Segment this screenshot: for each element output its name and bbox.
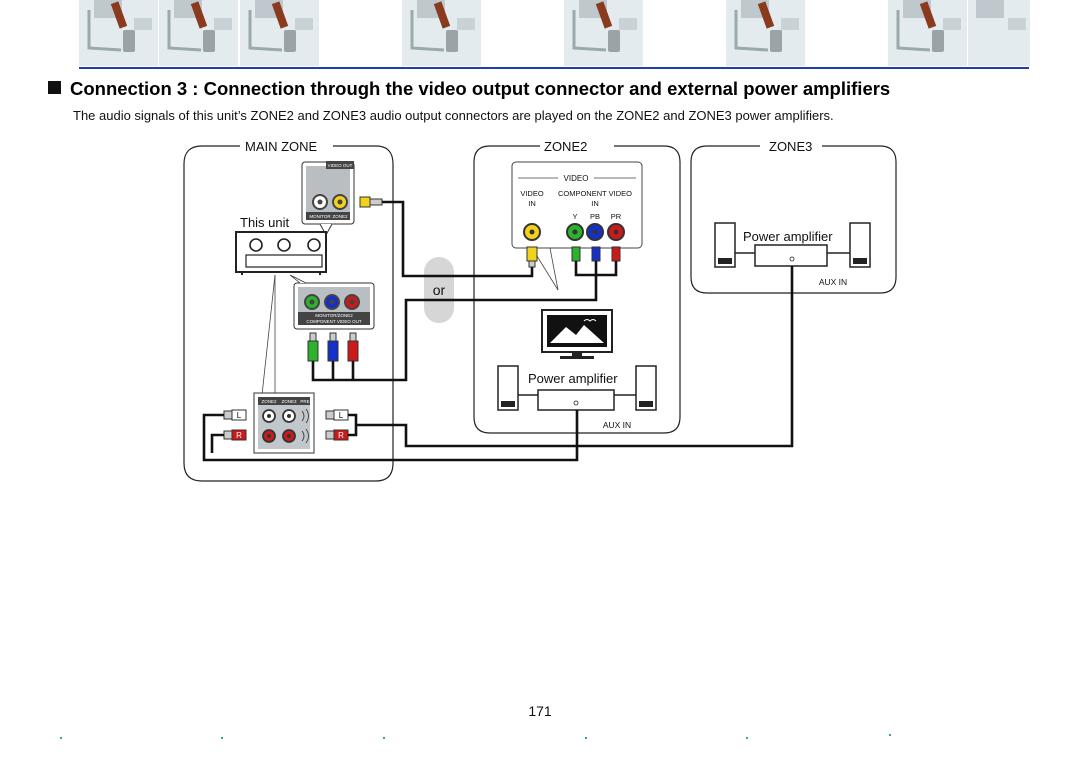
bullet-square-icon: [48, 81, 61, 94]
zone2-aux-in: AUX IN: [603, 420, 631, 430]
banner-thumbnail: [564, 0, 643, 66]
banner-thumbnail: [888, 0, 967, 66]
section-heading: Connection 3 : Connection through the vi…: [48, 78, 890, 100]
audio-plugs: L R L R: [223, 409, 349, 441]
footer-dot: [585, 737, 587, 739]
zone2-amplifier: Power amplifier AUX IN: [497, 365, 657, 430]
tv-pr-label: PR: [611, 212, 622, 221]
banner-thumbnail: [968, 0, 1030, 66]
yellow-rca-plug: [359, 196, 383, 208]
monitor-label: MONITOR: [309, 214, 331, 219]
plug-left-label-b: L: [339, 411, 344, 420]
zone3-amplifier: Power amplifier AUX IN: [714, 222, 871, 287]
pre-zone2-label: ZONE2: [261, 399, 277, 404]
plug-right-label-b: R: [338, 431, 344, 440]
banner-thumbnail: [726, 0, 805, 66]
zone3-aux-in: AUX IN: [819, 277, 847, 287]
page-number: 171: [528, 703, 552, 719]
footer-dot: [746, 737, 748, 739]
pre-out-panel: ZONE2 ZONE3 PRE: [253, 392, 315, 454]
plug-left-label-a: L: [237, 411, 242, 420]
zone3-title: ZONE3: [769, 139, 812, 154]
zone2-plugs: [526, 246, 621, 268]
zone2-small-label: ZONE2: [332, 214, 348, 219]
header-rule: [79, 67, 1029, 69]
video-out-label: VIDEO OUT: [328, 163, 353, 168]
footer-dot: [60, 737, 62, 739]
tv-pb-label: PB: [590, 212, 600, 221]
component-video-callout: MONITOR/ZONE2 COMPONENT VIDEO OUT: [289, 274, 375, 330]
composite-video-cable: [382, 200, 534, 278]
or-label: or: [433, 282, 446, 298]
tv-icon: [541, 309, 613, 359]
pre-zone3-label: ZONE3: [281, 399, 297, 404]
tv-video-in-label: VIDEO: [520, 189, 544, 198]
component-video-cable: [311, 261, 598, 382]
tv-input-panel: VIDEO VIDEO COMPONENT VIDEO IN IN Y PB P…: [511, 161, 643, 291]
this-unit-label: This unit: [240, 215, 290, 230]
tv-y-label: Y: [572, 212, 577, 221]
component-plugs-main: [307, 332, 359, 362]
zone3-panel: ZONE3: [690, 139, 897, 294]
zone3-amp-label: Power amplifier: [743, 229, 833, 244]
section-heading-text: Connection 3 : Connection through the vi…: [70, 78, 891, 99]
component-top-label: MONITOR/ZONE2: [315, 313, 353, 318]
footer-dot: [383, 737, 385, 739]
zone2-audio-cable: [202, 410, 579, 462]
zone2-title: ZONE2: [544, 139, 587, 154]
zone3-audio-cable: [348, 266, 794, 448]
plug-right-label-a: R: [236, 431, 242, 440]
tv-component-label: COMPONENT VIDEO: [558, 189, 632, 198]
header-banner: [0, 0, 1080, 68]
banner-thumbnail: [402, 0, 481, 66]
connection-diagram: MAIN ZONE VIDEO OUT MONITOR ZONE2 This u…: [183, 139, 897, 482]
tv-comp-in-label: IN: [591, 199, 599, 208]
cables: [202, 200, 794, 462]
tv-in-label: IN: [528, 199, 536, 208]
intro-text: The audio signals of this unit’s ZONE2 a…: [73, 108, 834, 123]
tv-video-header: VIDEO: [564, 174, 589, 183]
video-out-callout: VIDEO OUT MONITOR ZONE2: [301, 161, 355, 237]
av-receiver-icon: [235, 231, 327, 275]
main-zone-panel: MAIN ZONE: [183, 139, 394, 482]
component-bottom-label: COMPONENT VIDEO OUT: [306, 319, 361, 324]
banner-thumbnail: [79, 0, 158, 66]
main-zone-title: MAIN ZONE: [245, 139, 318, 154]
footer-dot: [889, 734, 891, 736]
pre-label: PRE: [300, 399, 309, 404]
zone2-amp-label: Power amplifier: [528, 371, 618, 386]
banner-thumbnail: [159, 0, 238, 66]
banner-thumbnail: [240, 0, 319, 66]
or-separator: or: [424, 257, 454, 323]
footer-dot: [221, 737, 223, 739]
